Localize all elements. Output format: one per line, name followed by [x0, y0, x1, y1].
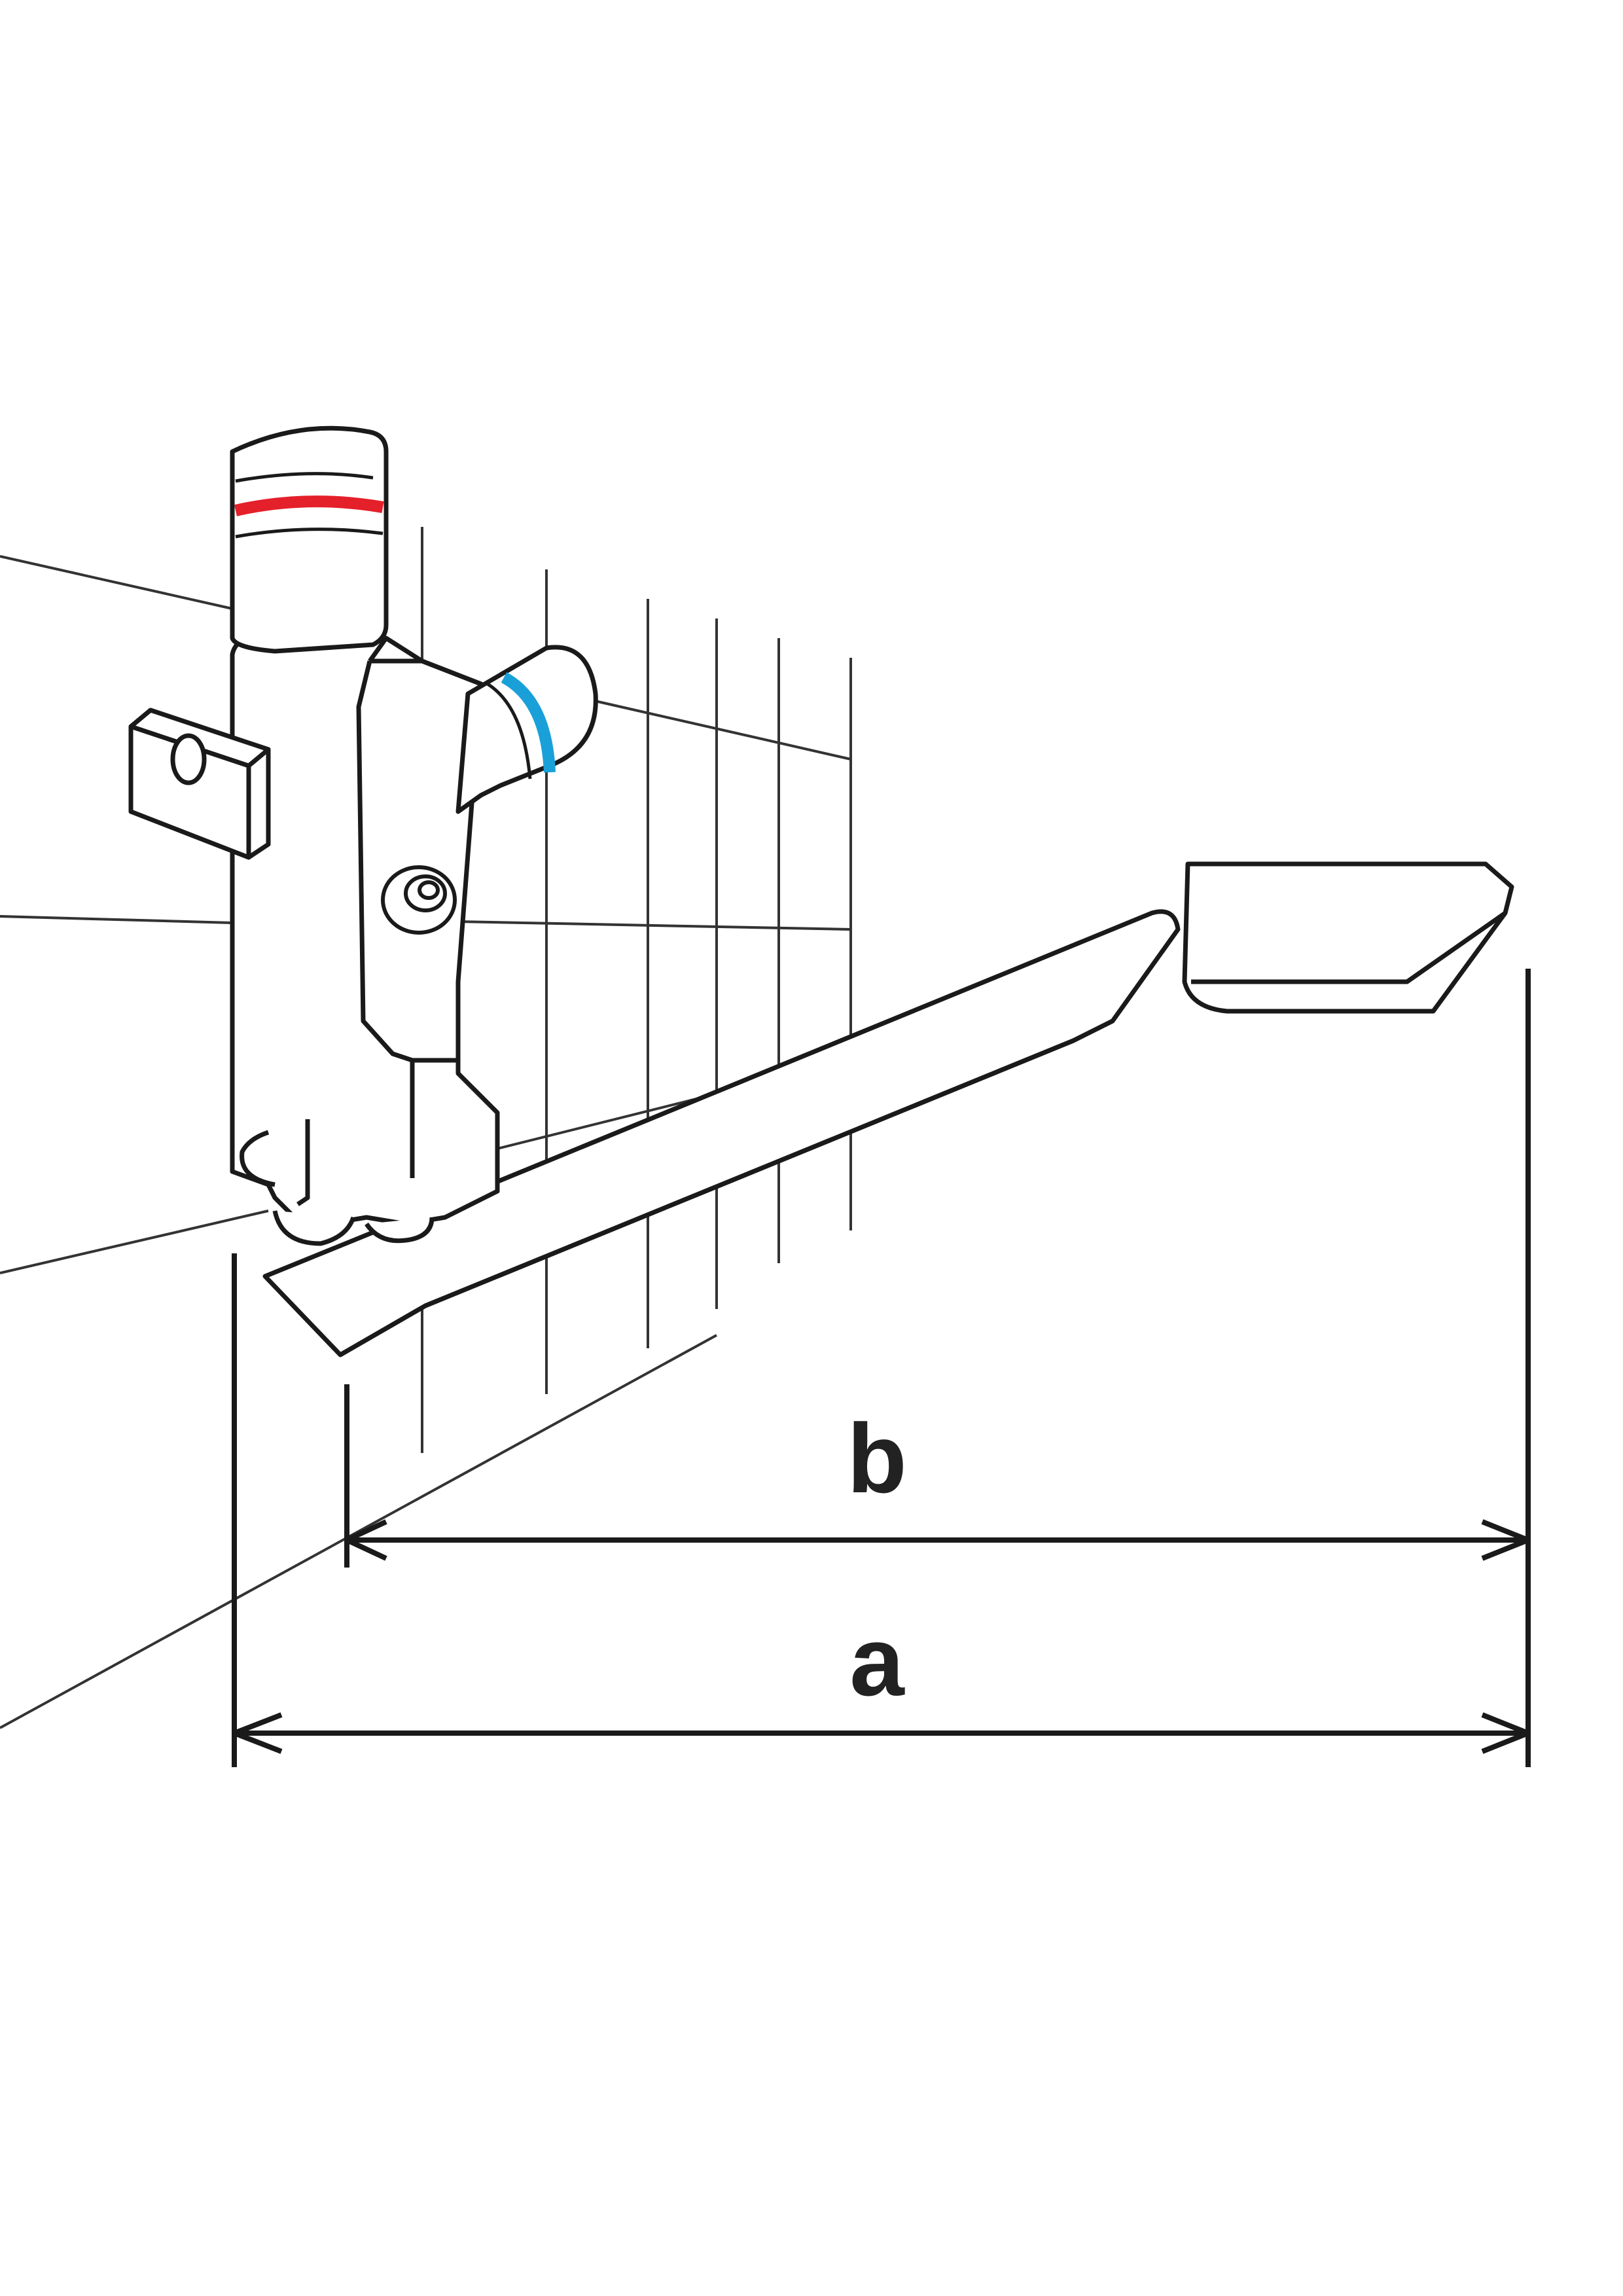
screw-icon: [381, 865, 457, 935]
cold-indicator-icon: [501, 672, 556, 773]
spout-lever: [262, 909, 1181, 1357]
hot-handle: [230, 425, 389, 654]
dimension-label-a: a: [849, 1606, 905, 1716]
arrowhead-b-right-icon: [1481, 1519, 1529, 1561]
mounting-bracket: [128, 708, 271, 860]
arrowhead-b-left-icon: [346, 1519, 387, 1561]
hot-indicator-icon: [234, 495, 384, 516]
mixer-body: [230, 626, 500, 1246]
spout-outlet: [1182, 861, 1514, 1014]
dimension-b: b: [346, 1403, 1529, 1561]
arrowhead-a-right-icon: [1481, 1712, 1529, 1754]
arrowhead-a-left-icon: [233, 1712, 283, 1754]
extension-lines: [232, 969, 1531, 1767]
dimension-label-b: b: [847, 1403, 907, 1513]
dimension-a: a: [233, 1606, 1529, 1754]
cold-handle: [455, 645, 598, 814]
